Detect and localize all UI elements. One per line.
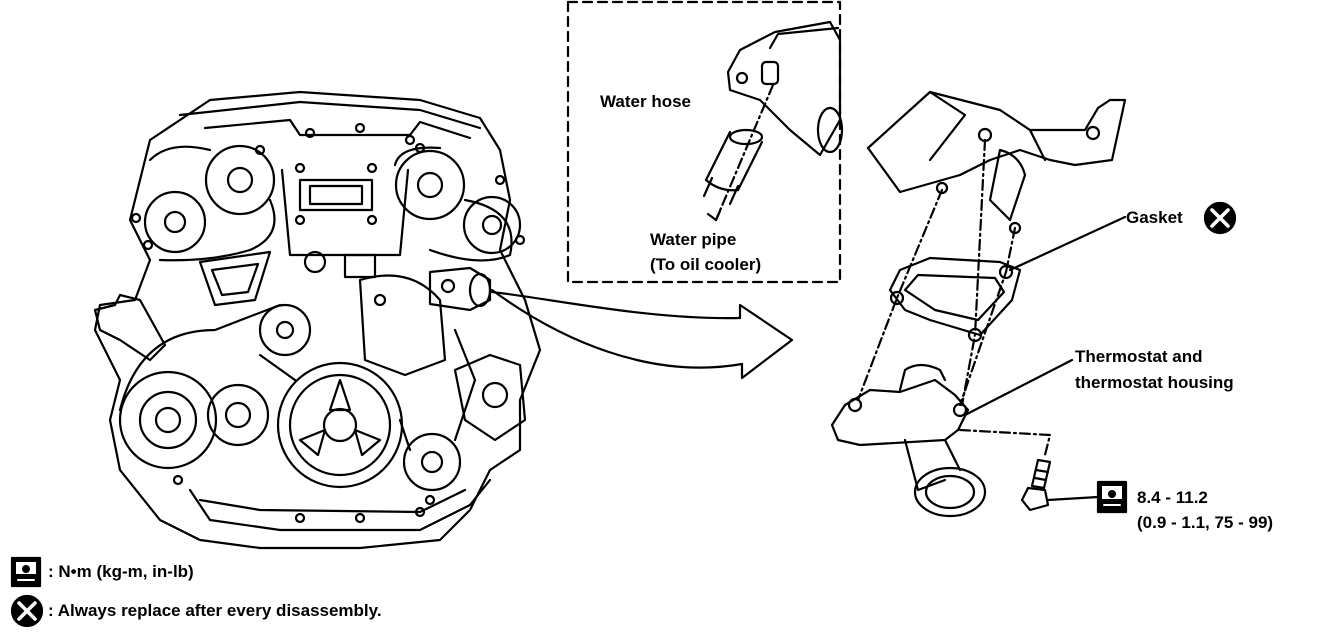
legend-torque-units: : N•m (kg-m, in-lb) [48,562,194,581]
water-pipe-label: Water pipe [650,230,737,249]
torque-wrench-icon [1096,480,1128,514]
legend-replace-note: : Always replace after every disassembly… [48,601,382,620]
water-hose-label: Water hose [600,92,692,111]
thermostat-housing-label: thermostat housing [1075,373,1234,392]
engine-illustration [93,90,542,550]
legend-replace-icon [10,594,44,628]
exploded-parts [830,90,1127,518]
legend-torque-icon [10,556,42,588]
torque-value-converted: (0.9 - 1.1, 75 - 99) [1137,513,1274,532]
inset-box [566,0,844,284]
callout-arrow [490,288,794,380]
water-pipe-sublabel: (To oil cooler) [650,255,762,274]
gasket-replace-icon [1203,201,1237,235]
gasket-label: Gasket [1126,208,1183,227]
thermostat-label: Thermostat and [1075,347,1203,366]
torque-value: 8.4 - 11.2 [1137,488,1208,507]
